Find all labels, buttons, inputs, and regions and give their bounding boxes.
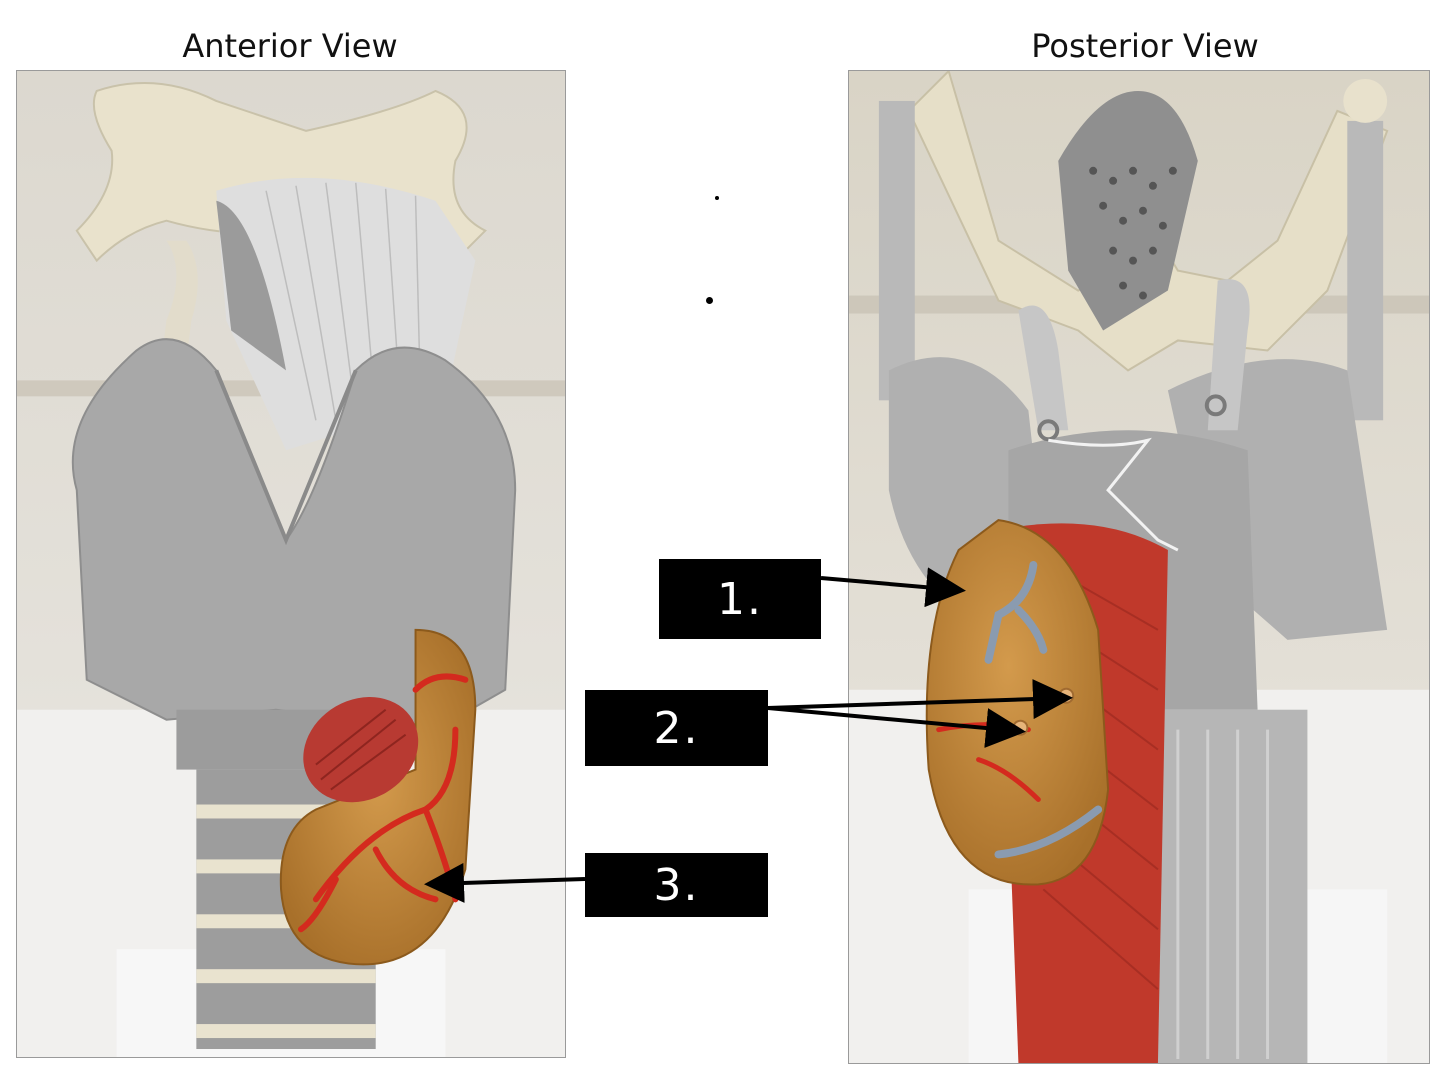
posterior-photo — [848, 70, 1430, 1064]
anterior-photo — [16, 70, 566, 1058]
anterior-larynx-model-illustration — [17, 71, 565, 1057]
posterior-larynx-model-illustration — [849, 71, 1429, 1063]
label-box-2: 2. — [585, 690, 768, 766]
posterior-view-title: Posterior View — [1031, 27, 1259, 65]
stray-dot — [715, 196, 719, 200]
stray-dot — [706, 297, 713, 304]
anterior-view-title: Anterior View — [182, 27, 398, 65]
label-box-1: 1. — [659, 559, 821, 639]
label-box-3: 3. — [585, 853, 768, 917]
